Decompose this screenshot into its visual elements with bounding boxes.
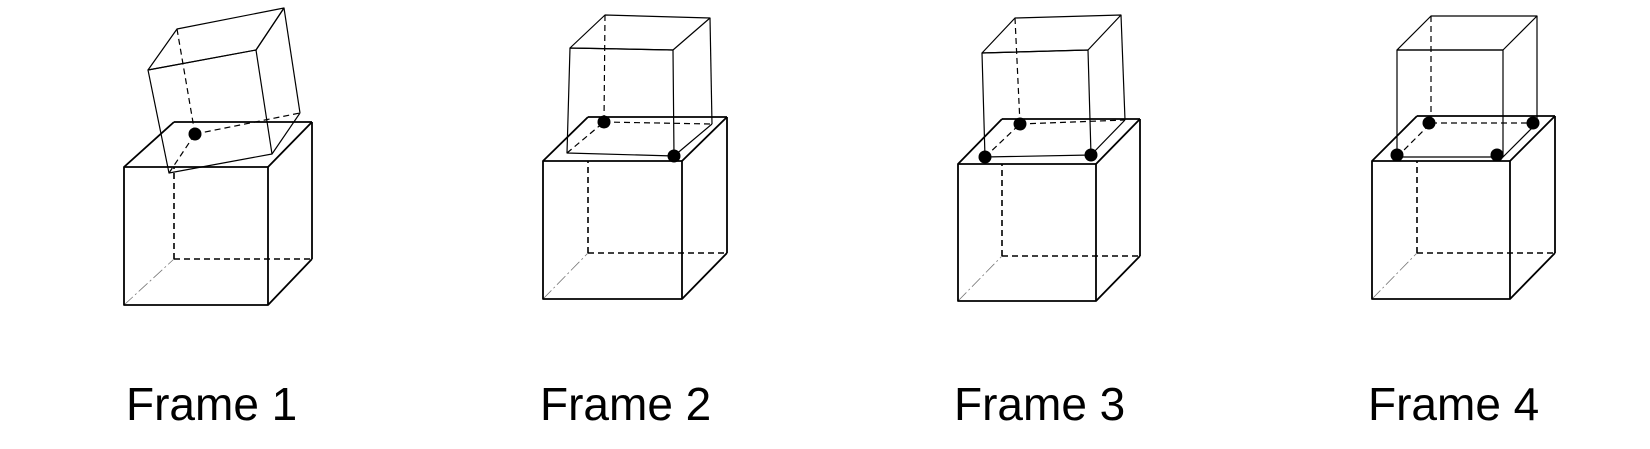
frame-label: Frame 3 (954, 378, 1125, 430)
frame-label: Frame 2 (540, 378, 711, 430)
contact-point (1013, 117, 1027, 131)
bottom-cube (123, 121, 313, 306)
bottom-cube (957, 118, 1141, 302)
bottom-cube (1371, 115, 1556, 300)
contact-point (1526, 116, 1540, 130)
bottom-cube (542, 116, 728, 300)
contact-point (188, 127, 202, 141)
top-cube-aligned (1396, 15, 1538, 158)
contact-point (1490, 148, 1504, 162)
contact-point (1390, 148, 1404, 162)
contact-point (667, 149, 681, 163)
frame-4: Frame 4 (1368, 15, 1556, 430)
frame-2: Frame 2 (540, 14, 728, 430)
top-cube-tilted (981, 14, 1126, 158)
contact-point (597, 115, 611, 129)
frame-3: Frame 3 (954, 14, 1141, 430)
frame-label: Frame 1 (126, 378, 297, 430)
top-cube-tilted (147, 7, 301, 174)
contact-point (1084, 148, 1098, 162)
contact-point (1422, 116, 1436, 130)
frame-label: Frame 4 (1368, 378, 1539, 430)
top-cube-tilted (566, 14, 713, 157)
frame-1: Frame 1 (123, 7, 313, 430)
contact-point (978, 150, 992, 164)
